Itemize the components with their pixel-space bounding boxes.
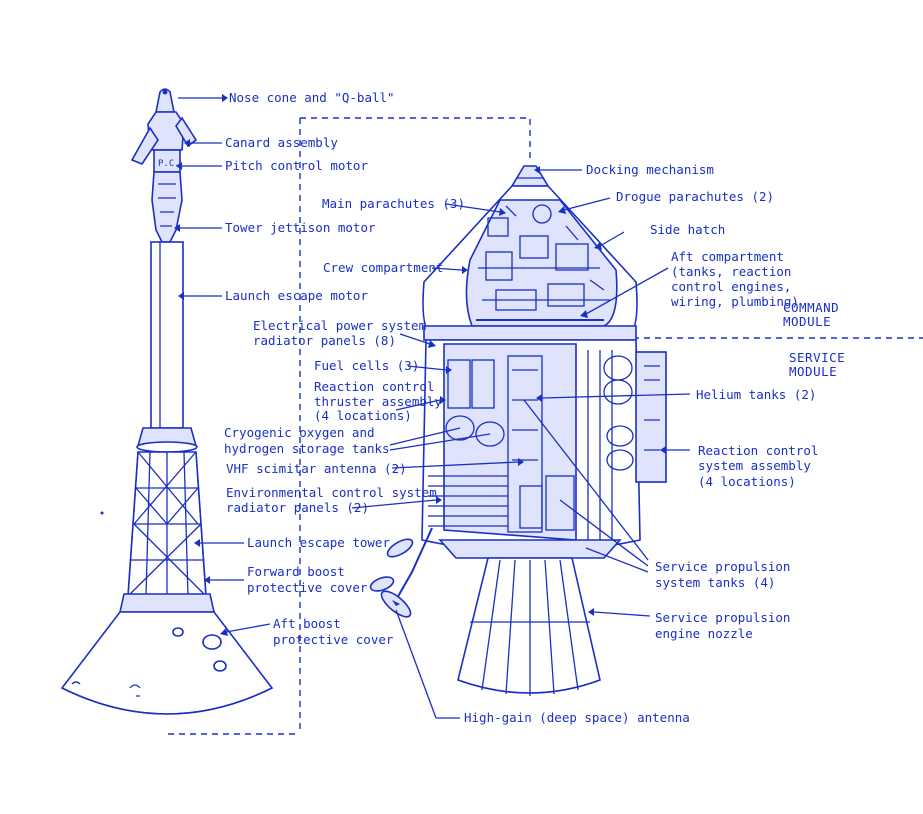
label-sps-tanks-line1: Service propulsion — [655, 559, 790, 574]
label-aft-compartment-line1: Aft compartment — [671, 249, 784, 264]
arrow-heads — [174, 94, 666, 636]
reference-lines — [168, 117, 923, 735]
label-service-module-line1: SERVICE — [789, 350, 845, 365]
label-sps-nozzle-line2: engine nozzle — [655, 626, 753, 641]
label-pitch-control-motor: Pitch control motor — [225, 158, 368, 173]
label-ecs-line1: Environmental control system — [226, 485, 437, 500]
labels: Nose cone and "Q-ball" Canard assembly P… — [224, 90, 845, 725]
label-vhf-antenna: VHF scimitar antenna (2) — [226, 461, 407, 476]
label-launch-escape-motor: Launch escape motor — [225, 288, 368, 303]
command-module — [422, 165, 638, 341]
label-rcs-line1: Reaction control — [698, 443, 818, 458]
label-drogue-parachutes: Drogue parachutes (2) — [616, 189, 774, 204]
label-aft-boost-cover-line1: Aft boost — [273, 616, 341, 631]
label-aft-compartment-line3: control engines, — [671, 279, 791, 294]
label-launch-escape-tower: Launch escape tower — [247, 535, 390, 550]
label-rcta-line1: Reaction control — [314, 379, 434, 394]
label-forward-boost-cover-line1: Forward boost — [247, 564, 345, 579]
label-nose-cone: Nose cone and "Q-ball" — [229, 90, 395, 105]
label-rcs-line3: (4 locations) — [698, 474, 796, 489]
label-crew-compartment: Crew compartment — [323, 260, 443, 275]
label-docking-mechanism: Docking mechanism — [586, 162, 714, 177]
label-aft-compartment-line4: wiring, plumbing) — [671, 294, 799, 309]
label-sps-tanks-line2: system tanks (4) — [655, 575, 775, 590]
label-ecs-line2: radiator panels (2) — [226, 500, 369, 515]
label-service-module-line2: MODULE — [789, 364, 837, 379]
label-rcta-line3: (4 locations) — [314, 408, 412, 423]
label-aft-boost-cover-line2: protective cover — [273, 632, 394, 647]
label-aft-compartment-line2: (tanks, reaction — [671, 264, 791, 279]
label-side-hatch: Side hatch — [650, 222, 725, 237]
label-sps-nozzle-line1: Service propulsion — [655, 610, 790, 625]
label-rcs-line2: system assembly — [698, 458, 811, 473]
launch-escape-system: P.C. — [60, 88, 274, 715]
label-rcta-line2: thruster assembly — [314, 394, 442, 409]
leader-lines — [178, 97, 691, 719]
label-canard-assembly: Canard assembly — [225, 135, 338, 150]
label-tower-jettison-motor: Tower jettison motor — [225, 220, 376, 235]
label-main-parachutes: Main parachutes (3) — [322, 196, 465, 211]
label-forward-boost-cover-line2: protective cover — [247, 580, 368, 595]
label-command-module-line1: COMMAND — [783, 300, 839, 315]
label-cryo-line1: Cryogenic oxygen and — [224, 425, 375, 440]
label-eps-line1: Electrical power system — [253, 318, 426, 333]
label-high-gain-antenna: High-gain (deep space) antenna — [464, 710, 690, 725]
svg-text:P.C.: P.C. — [158, 159, 180, 169]
label-cryo-line2: hydrogen storage tanks — [224, 441, 390, 456]
label-helium-tanks: Helium tanks (2) — [696, 387, 816, 402]
service-module — [369, 339, 667, 696]
label-command-module-line2: MODULE — [783, 314, 831, 329]
label-eps-line2: radiator panels (8) — [253, 333, 396, 348]
label-fuel-cells: Fuel cells (3) — [314, 358, 419, 373]
